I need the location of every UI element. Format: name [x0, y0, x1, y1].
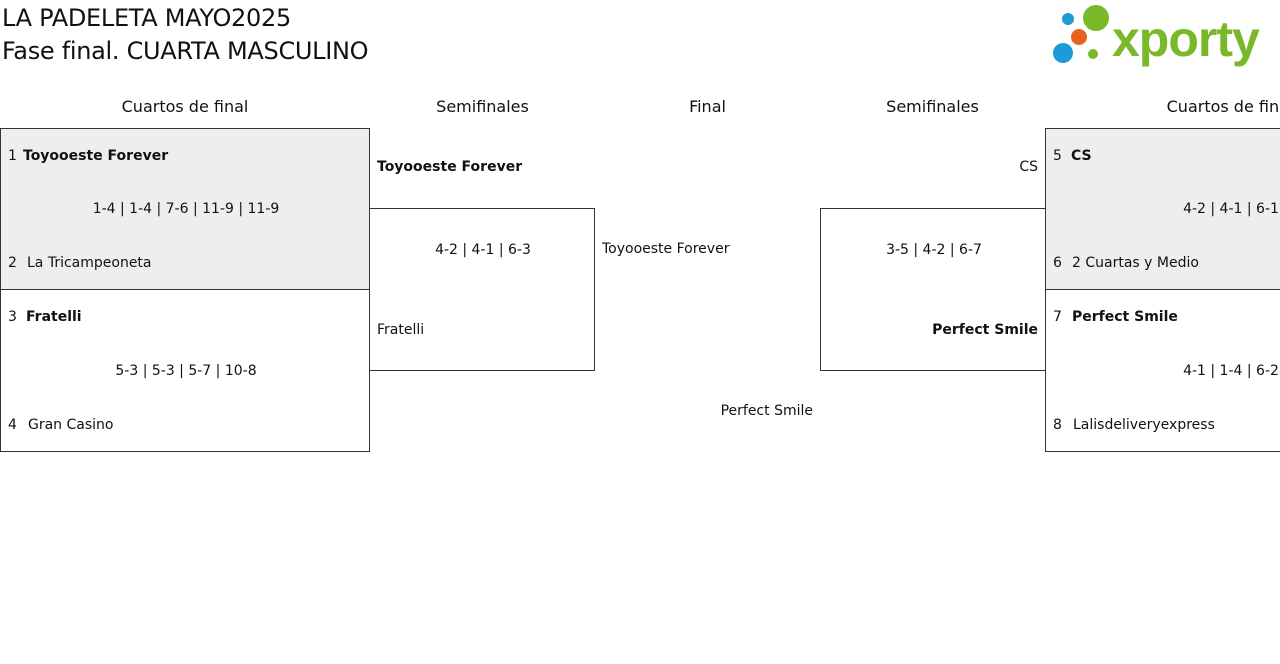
seed-number: 3 [8, 309, 17, 325]
match-score: 3-5 | 4-2 | 6-7 [886, 242, 982, 258]
column-header-right-quarterfinals: Cuartos de final [1166, 97, 1280, 116]
seed-number: 1 [8, 148, 17, 164]
team-name-winner: Fratelli [26, 309, 82, 325]
seed-number: 2 [8, 255, 17, 271]
seed-number: 5 [1053, 148, 1062, 164]
seed-number: 7 [1053, 309, 1062, 325]
team-name: La Tricampeoneta [27, 255, 152, 271]
seed-number: 4 [8, 417, 17, 433]
match-box-right-qf-2[interactable]: 7 Perfect Smile 4-1 | 1-4 | 6-2 8 Lalisd… [1045, 289, 1280, 452]
final-team-right: Perfect Smile [720, 403, 813, 419]
logo-wordmark: xporty [1112, 11, 1260, 67]
column-header-left-semifinals: Semifinales [436, 97, 529, 116]
phase-subtitle: Fase final. CUARTA MASCULINO [2, 37, 369, 65]
left-sf-team-winner: Toyooeste Forever [377, 159, 523, 175]
team-name: Fratelli [377, 322, 425, 338]
team-name-winner: Toyooeste Forever [23, 148, 169, 164]
match-box-right-sf[interactable]: 3-5 | 4-2 | 6-7 Perfect Smile [820, 208, 1046, 371]
match-box-left-sf[interactable]: 4-2 | 4-1 | 6-3 Fratelli [369, 208, 595, 371]
team-name-winner: Perfect Smile [1072, 309, 1178, 325]
tournament-title: LA PADELETA MAYO2025 [2, 4, 291, 32]
match-score: 4-2 | 4-1 | 6-1 [1183, 201, 1279, 217]
right-sf-team: CS [1019, 159, 1038, 175]
xporty-logo[interactable]: xporty [1050, 4, 1276, 68]
team-name: 2 Cuartas y Medio [1072, 255, 1199, 271]
match-box-right-qf-1[interactable]: 5 CS 4-2 | 4-1 | 6-1 6 2 Cuartas y Medio [1045, 128, 1280, 290]
column-header-right-semifinals: Semifinales [886, 97, 979, 116]
team-name-winner: CS [1071, 148, 1092, 164]
seed-number: 6 [1053, 255, 1062, 271]
column-header-left-quarterfinals: Cuartos de final [121, 97, 249, 116]
match-score: 5-3 | 5-3 | 5-7 | 10-8 [115, 363, 257, 379]
match-box-left-qf-2[interactable]: 3 Fratelli 5-3 | 5-3 | 5-7 | 10-8 4 Gran… [0, 289, 370, 452]
xporty-logo-graphic: xporty [1053, 5, 1261, 67]
column-header-final: Final [689, 97, 726, 116]
match-score: 4-2 | 4-1 | 6-3 [435, 242, 531, 258]
match-score: 4-1 | 1-4 | 6-2 [1183, 363, 1279, 379]
team-name: Lalisdeliveryexpress [1073, 417, 1215, 433]
final-team-left: Toyooeste Forever [602, 241, 730, 257]
match-box-left-qf-1[interactable]: 1 Toyooeste Forever 1-4 | 1-4 | 7-6 | 11… [0, 128, 370, 290]
match-score: 1-4 | 1-4 | 7-6 | 11-9 | 11-9 [92, 201, 280, 217]
team-name-winner: Perfect Smile [932, 322, 1038, 338]
seed-number: 8 [1053, 417, 1062, 433]
team-name: Gran Casino [28, 417, 114, 433]
